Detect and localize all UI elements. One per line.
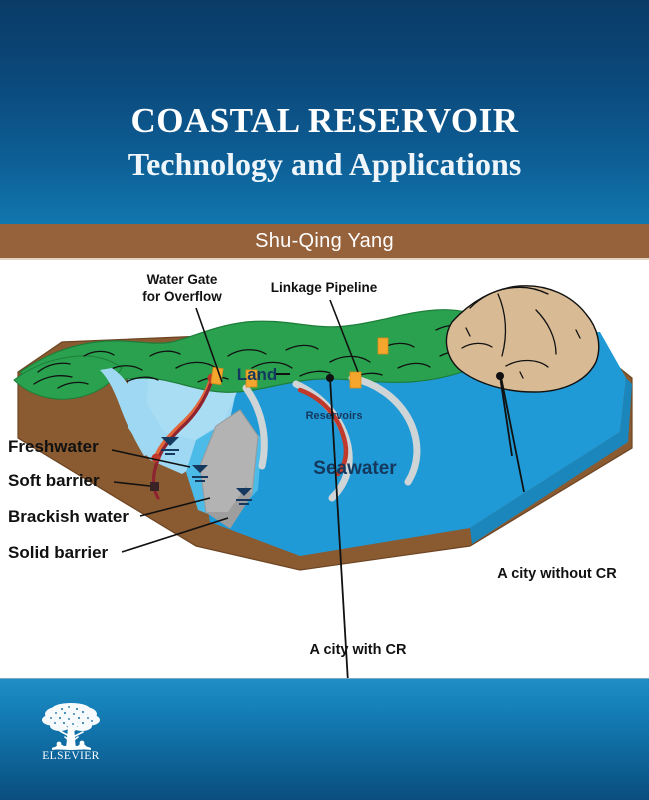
- callout-water-gate-line1: Water Gate: [147, 272, 218, 287]
- left-label-solid-barrier: Solid barrier: [8, 517, 229, 562]
- callout-water-gate-line2: for Overflow: [142, 289, 222, 304]
- page-title: COASTAL RESERVOIR: [130, 101, 519, 140]
- elsevier-tree-icon: [42, 703, 100, 750]
- callout-water-gate: Water Gate for Overflow: [142, 272, 223, 383]
- caption-city-with-cr: A city with CR: [310, 642, 407, 658]
- label-reservoirs: Reservoirs: [306, 410, 363, 422]
- left-label-freshwater: Freshwater: [8, 437, 191, 468]
- label-land: Land: [237, 365, 278, 384]
- cover-illustration: Land Reservoirs Seawater Water Gate for …: [0, 260, 649, 678]
- water-level-symbols: [161, 437, 252, 505]
- author-band: [0, 224, 649, 260]
- river: [100, 368, 160, 456]
- publisher-band: [0, 678, 649, 800]
- elsevier-wordmark: ELSEVIER: [42, 750, 100, 760]
- solid-barrier: [199, 409, 259, 529]
- photo-city-without-cr: [496, 372, 525, 493]
- author-name: Shu-Qing Yang: [255, 230, 394, 252]
- left-label-brackish-water-text: Brackish water: [8, 507, 129, 526]
- caption-city-without-cr: A city without CR: [497, 566, 617, 582]
- left-label-soft-barrier: Soft barrier: [8, 471, 151, 490]
- left-label-soft-barrier-text: Soft barrier: [8, 471, 100, 490]
- elsevier-logo: ELSEVIER: [38, 698, 104, 760]
- callout-linkage-pipeline: Linkage Pipeline: [271, 280, 378, 373]
- left-label-solid-barrier-text: Solid barrier: [8, 543, 109, 562]
- author-band-hairline: [0, 258, 649, 260]
- label-seawater: Seawater: [313, 458, 397, 479]
- soft-barrier: [150, 373, 349, 500]
- page-subtitle: Technology and Applications: [127, 146, 522, 182]
- dry-land-area: [445, 285, 600, 393]
- photo-city-with-cr: [326, 374, 349, 678]
- left-label-freshwater-text: Freshwater: [8, 437, 99, 456]
- callout-linkage-pipeline-label: Linkage Pipeline: [271, 280, 378, 295]
- left-label-brackish-water: Brackish water: [8, 497, 211, 526]
- water-gates: [210, 337, 389, 389]
- publisher-band-hairline: [0, 678, 649, 679]
- title-band: [0, 0, 649, 224]
